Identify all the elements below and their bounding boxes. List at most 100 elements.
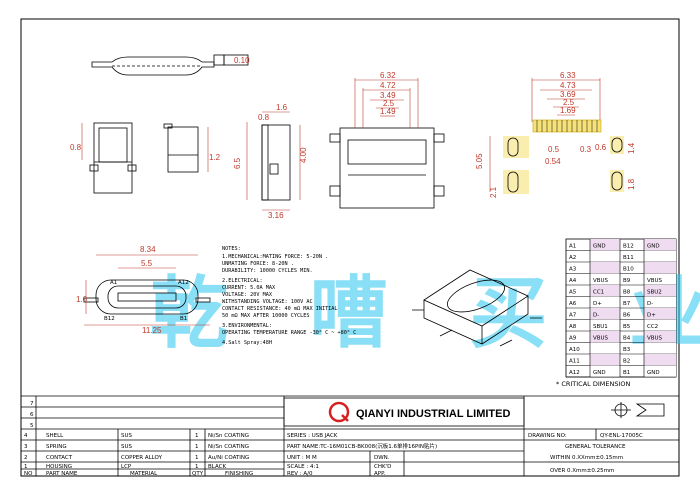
pin-signal: VBUS [593,336,609,342]
flatness-value: 0.10 [234,56,250,65]
dim-side-height: 6.5 [233,157,242,169]
pin-cell-bg [590,239,620,251]
app-label: APP. [374,471,386,477]
pin-cell-bg [590,342,620,354]
pin-signal: SBU2 [647,290,662,296]
pin-id: B12 [623,244,634,250]
pin-signal: GND [593,370,606,376]
bom-no: 3 [24,444,28,450]
company-name: QIANYI INDUSTRIAL LIMITED [356,408,510,420]
pin-cell-bg [644,296,676,308]
top-profile-view: 0.10 [91,54,250,76]
bom-finishing: BLACK [208,464,226,470]
dim-front-width: 8.34 [140,245,156,254]
pin-id: B3 [623,347,631,353]
pin-signal: CC2 [647,324,658,330]
pin-cell-bg [644,365,676,377]
pin-id: A9 [569,336,577,342]
dim-top-w5: 1.49 [380,107,396,116]
pin-id: B7 [623,301,631,307]
row-number: 5 [30,423,34,429]
pin-cell-bg [590,273,620,285]
part-name-label: PART NAME:TC-16M01CB-BK008(沉板1.6单排16PIN贴… [287,442,437,450]
dim-side-top: 0.8 [258,113,270,122]
dim-pcb-p1: 0.5 [548,145,560,154]
pin-cell-bg [644,250,676,262]
dim-pcb-s2: 1.8 [627,178,636,190]
pin-signal: VBUS [647,278,663,284]
dim-front-height: 1.6 [76,295,88,304]
dim-pcb-w1: 6.33 [560,71,576,80]
note-line: 4.Salt Spray:48H [222,340,272,346]
bom-header-qty: QTY [192,471,204,477]
pcb-footprint-view: 6.33 4.73 3.69 2.5 1.69 5.05 2.1 0.5 0.3… [475,71,636,198]
pin-cell-bg [644,354,676,366]
bom-material: COPPER ALLOY [121,455,163,461]
scale-label: SCALE : 4:1 [287,464,319,470]
dim-front-inner: 5.5 [141,259,153,268]
pin-id: B11 [623,255,634,261]
bom-part: SHELL [46,433,64,439]
dim-side-bottom: 3.16 [268,211,284,220]
pin-cell-bg [644,262,676,274]
front-wide-view: 8.34 5.5 11.25 1.6 A1 A12 B12 B1 [76,245,211,335]
pin-signal: GND [647,244,660,250]
pin-id: B8 [623,290,631,296]
tolerance-within: WITHIN 0.XXmm±0.15mm [550,455,623,461]
bom-qty: 1 [195,444,199,450]
dwn-label: DWN. [374,455,390,461]
pin-cell-bg [590,354,620,366]
bom-material: LCP [121,464,132,470]
dim-side-top2: 1.6 [276,103,288,112]
bom-header-material: MATERIAL [130,471,158,477]
note-line: 50 mΩ MAX AFTER 10000 CYCLES [222,313,309,319]
pin-cell-bg [590,365,620,377]
pin-signal: CC1 [593,290,604,296]
pin-id: A5 [569,290,577,296]
title-block: QIANYI INDUSTRIAL LIMITED 7 6 5 4 SHELL … [21,395,679,477]
pin-cell-bg [644,273,676,285]
pin-cell-bg [644,285,676,297]
series-label: SERIES : USB JACK [287,433,338,439]
sheet-border [20,18,680,477]
pin-cell-bg [590,296,620,308]
pin-signal: D+ [647,313,656,319]
pin-id: A8 [569,324,577,330]
pin-cell-bg [590,262,620,274]
pin-label-b1: B1 [180,316,187,322]
bom-header-part: PART NAME [46,471,78,477]
pin-signal: D- [647,301,653,307]
critical-note: * CRITICAL DIMENSION [556,380,631,388]
pin-label-b12: B12 [104,316,115,322]
pin-id: A3 [569,267,577,273]
dim-pcb-h2: 2.1 [489,186,498,198]
notes-title: NOTES: [222,246,241,252]
dim-top-w1: 6.32 [380,71,396,80]
dim-pcb-w4: 2.5 [563,98,575,107]
dim-side-mid: 1.2 [209,153,221,162]
note-line: CURRENT: 5.0A MAX [222,285,276,291]
dim-top-w2: 4.72 [380,81,396,90]
bom-part: SPRING [46,444,67,450]
dim-front-base: 11.25 [142,326,162,335]
pin-signal: D+ [593,301,602,307]
dim-pcb-p2: 0.3 [580,145,592,154]
pin-signal: VBUS [593,278,609,284]
bom-no: 4 [24,433,28,439]
dim-pcb-w5: 1.69 [560,106,576,115]
bom-finishing: Au/Ni COATING [208,455,249,461]
pin-id: B9 [623,278,631,284]
pin-signal: D- [593,313,599,319]
pin-signal: GND [593,244,606,250]
bom-qty: 1 [195,464,199,470]
bom-no: 1 [24,464,28,470]
pin-label-a12: A12 [178,280,189,286]
pin-id: A10 [569,347,580,353]
pin-cell-bg [590,285,620,297]
bom-no: 2 [24,455,28,461]
pin-label-a1: A1 [110,280,117,286]
pin-cell-bg [590,250,620,262]
drawing-no-label: DRAWING NO: [528,433,567,439]
